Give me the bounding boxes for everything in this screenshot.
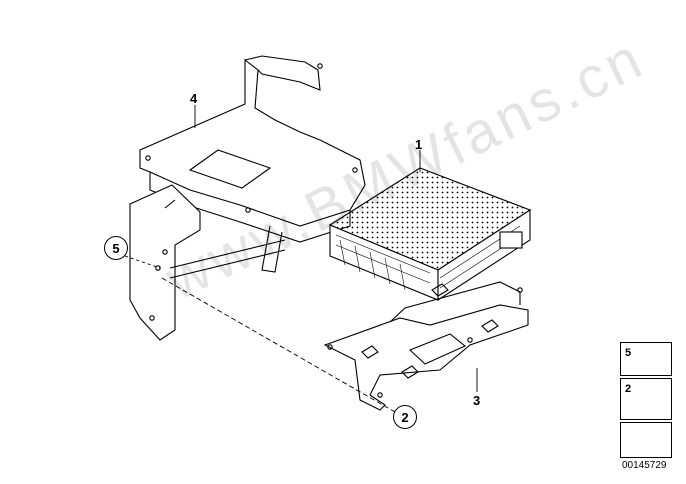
legend-item-2: 2 [620, 378, 672, 420]
control-unit-1-drawing [328, 167, 532, 302]
leader-lines [124, 105, 478, 413]
bracket-3-drawing [323, 281, 529, 411]
callout-1: 1 [415, 137, 423, 152]
callout-3: 3 [473, 393, 481, 408]
callout-5: 5 [104, 236, 128, 260]
callout-4: 4 [190, 91, 198, 106]
document-number: 00145729 [622, 460, 667, 471]
legend-item-5: 5 [620, 342, 672, 376]
side-bracket-drawing [129, 184, 286, 341]
legend-label-2: 2 [625, 383, 632, 395]
legend-arrow-icon [620, 422, 672, 458]
legend-label-5: 5 [625, 347, 632, 359]
callout-2: 2 [393, 405, 417, 429]
